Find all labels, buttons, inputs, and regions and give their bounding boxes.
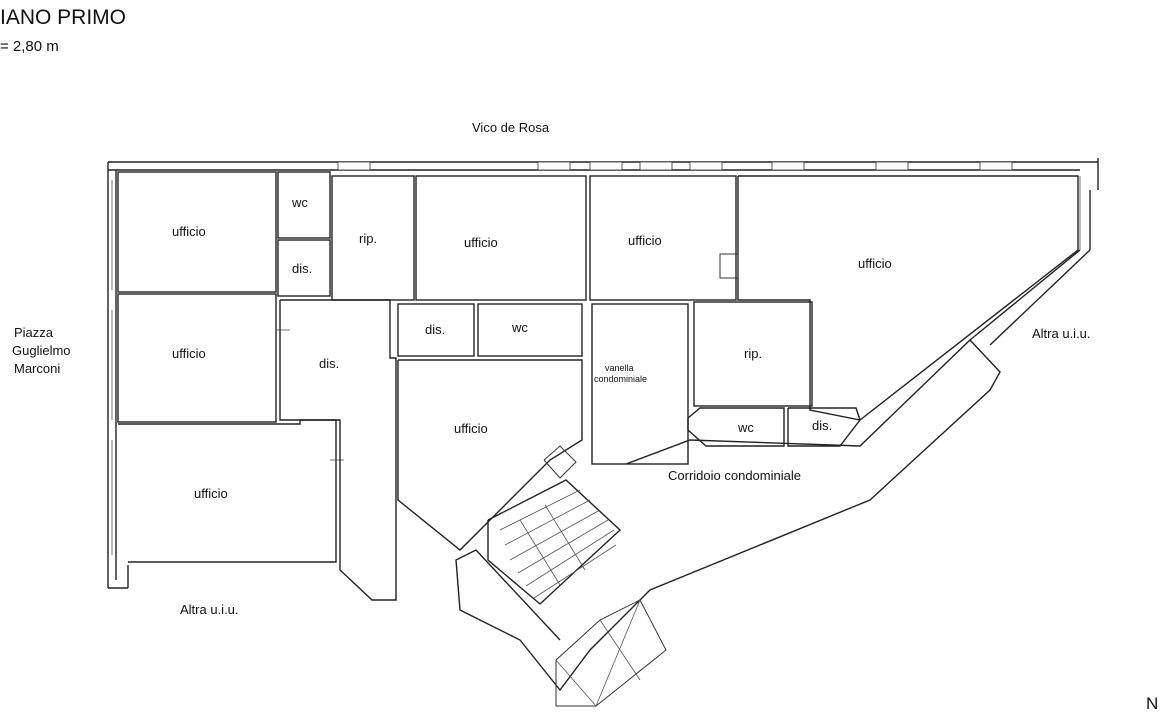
ceiling-height: = 2,80 m bbox=[0, 38, 59, 55]
label-ufficio-7: ufficio bbox=[194, 486, 228, 501]
label-altra-uiu-right: Altra u.i.u. bbox=[1032, 326, 1091, 341]
staircase bbox=[487, 479, 622, 605]
corridor-dis bbox=[279, 299, 397, 601]
label-rip-1: rip. bbox=[359, 231, 377, 246]
label-rip-2: rip. bbox=[744, 346, 762, 361]
office-block-center bbox=[415, 175, 1079, 421]
label-vanella-2: condominiale bbox=[594, 374, 647, 384]
left-facade-wall bbox=[107, 162, 129, 589]
label-altra-uiu-bottom: Altra u.i.u. bbox=[180, 602, 239, 617]
label-vanella-1: vanella bbox=[605, 363, 634, 373]
office-block-left bbox=[117, 171, 344, 563]
label-piazza: Piazza bbox=[14, 325, 54, 340]
top-facade-wall bbox=[108, 158, 1099, 190]
label-ufficio-2: ufficio bbox=[464, 235, 498, 250]
label-ufficio-1: ufficio bbox=[172, 224, 206, 239]
corridoio-condominiale bbox=[455, 176, 1091, 707]
floor-title: IANO PRIMO bbox=[0, 6, 127, 29]
label-ufficio-3: ufficio bbox=[628, 233, 662, 248]
label-corridoio: Corridoio condominiale bbox=[668, 468, 801, 483]
label-dis-4: dis. bbox=[812, 418, 832, 433]
label-ufficio-4: ufficio bbox=[858, 256, 892, 271]
north-label: N bbox=[1146, 694, 1159, 713]
label-wc-1: wc bbox=[291, 195, 308, 210]
office-center-large bbox=[397, 359, 583, 551]
label-ufficio-6: ufficio bbox=[454, 421, 488, 436]
label-dis-2: dis. bbox=[319, 356, 339, 371]
label-dis-3: dis. bbox=[425, 322, 445, 337]
label-guglielmo: Guglielmo bbox=[12, 343, 71, 358]
label-dis-1: dis. bbox=[292, 261, 312, 276]
label-wc-3: wc bbox=[737, 420, 754, 435]
label-ufficio-5: ufficio bbox=[172, 346, 206, 361]
label-marconi: Marconi bbox=[14, 361, 60, 376]
wc-dis-block bbox=[277, 171, 415, 301]
service-rooms bbox=[397, 301, 861, 465]
label-wc-2: wc bbox=[511, 320, 528, 335]
label-vico-de-rosa: Vico de Rosa bbox=[472, 120, 550, 135]
